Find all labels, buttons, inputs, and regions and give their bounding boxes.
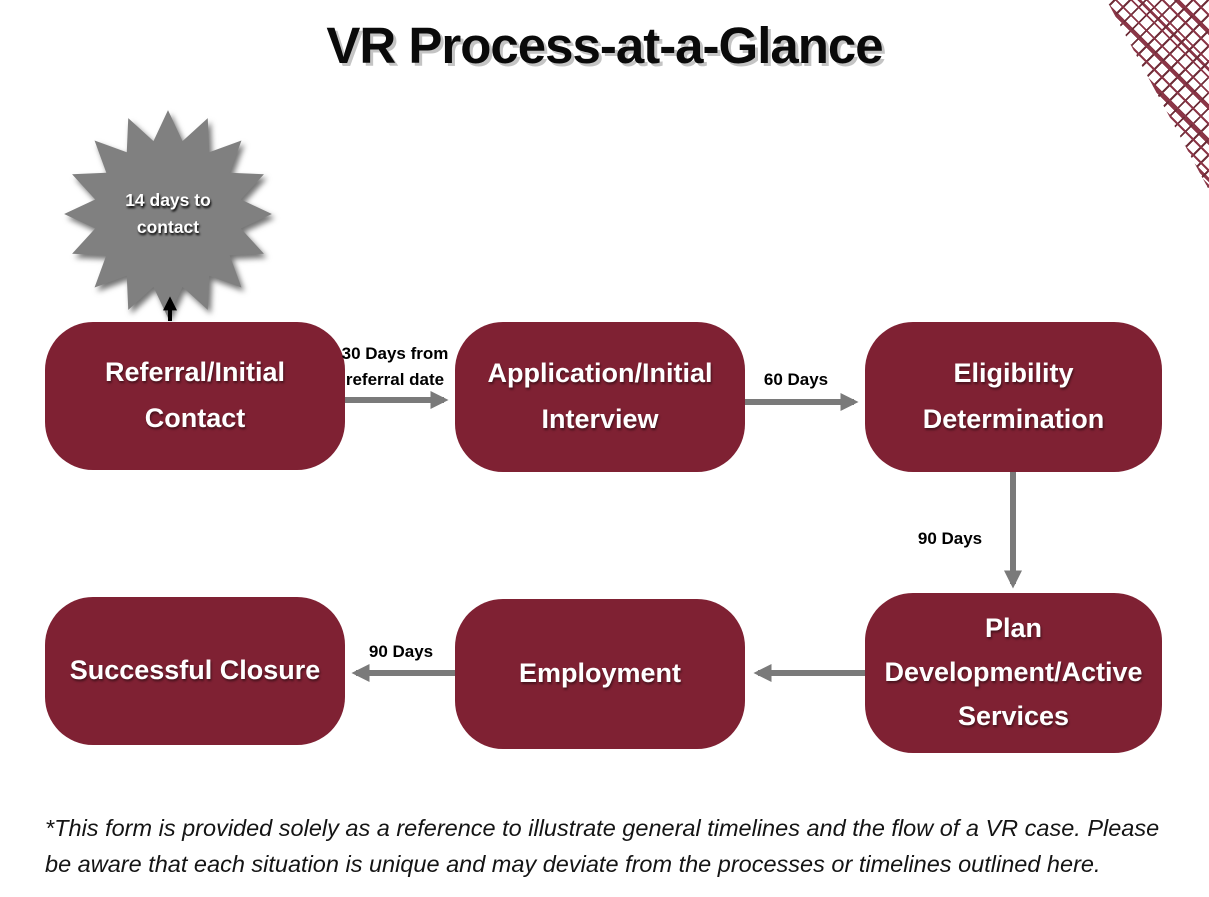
arrow-label-60-days: 60 Days: [763, 370, 829, 389]
starburst-badge: 14 days to contact: [62, 108, 274, 320]
arrow-label-90-days-vertical: 90 Days: [917, 529, 983, 548]
process-box-employment: Employment: [455, 599, 745, 749]
process-box-closure: Successful Closure: [45, 597, 345, 745]
page-title: VR Process-at-a-Glance: [326, 17, 883, 74]
starburst-label: 14 days to contact: [125, 189, 211, 237]
starburst-label-wrap: 14 days to contact: [62, 108, 274, 320]
footnote: *This form is provided solely as a refer…: [45, 815, 1160, 878]
process-box-eligibility: Eligibility Determination: [865, 322, 1162, 472]
arrow-label-90-days-horizontal: 90 Days: [368, 642, 434, 661]
process-box-plan: Plan Development/Active Services: [865, 593, 1162, 753]
starburst-icon: [64, 110, 272, 318]
process-box-referral: Referral/Initial Contact: [45, 322, 345, 470]
process-box-application: Application/Initial Interview: [455, 322, 745, 472]
arrow-label-30-days: 30 Days from referral date: [341, 344, 449, 389]
